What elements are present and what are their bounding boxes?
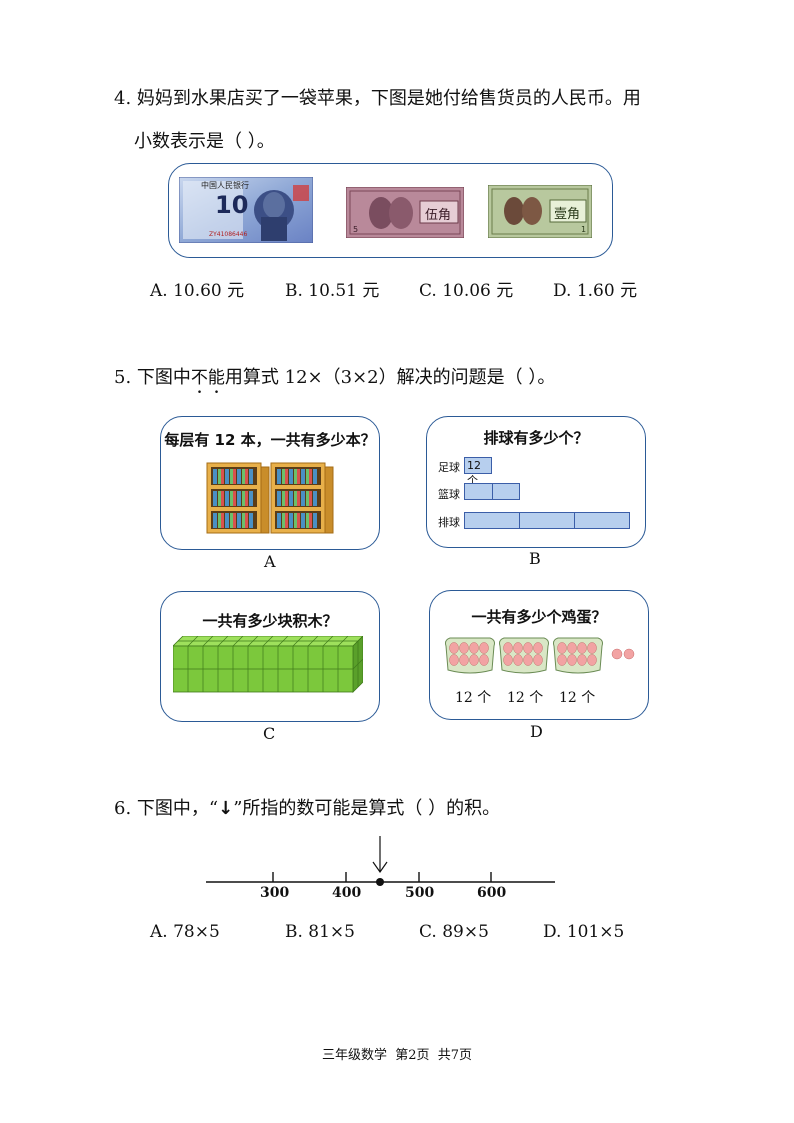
q5-post: 用算式 12×（3×2）解决的问题是（ ）。 <box>224 367 556 388</box>
q5-panel-b[interactable]: 排球有多少个？ 足球 篮球 排球 12个 <box>426 416 646 548</box>
q4-line2: 小数表示是（ ）。 <box>134 131 275 152</box>
q4-option-a[interactable]: A. 10.60 元 <box>150 281 245 301</box>
q5-panel-a[interactable]: 每层有 12 本，一共有多少本？ <box>160 416 380 550</box>
down-arrow-icon: ↓ <box>218 798 234 819</box>
egg-tray-label-1: 12 个 <box>455 690 492 706</box>
bar-football: 12个 <box>464 457 492 487</box>
q5-b-title: 排球有多少个？ <box>483 429 589 447</box>
q5-panel-c[interactable]: 一共有多少块积木？ <box>160 591 380 722</box>
egg-tray-label-3: 12 个 <box>559 690 596 706</box>
bar-basketball <box>464 483 520 500</box>
q5-caption-d: D <box>530 722 543 741</box>
q5-question: 5. 下图中不能用算式 12×（3×2）解决的问题是（ ）。 <box>114 368 555 398</box>
q4-option-c[interactable]: C. 10.06 元 <box>419 281 514 301</box>
q6-pre: 6. 下图中，“ <box>114 798 219 819</box>
q6-question: 6. 下图中，“↓”所指的数可能是算式（ ）的积。 <box>114 800 500 818</box>
q6-option-b[interactable]: B. 81×5 <box>285 922 355 942</box>
q5-caption-c: C <box>263 724 276 743</box>
q5-a-title: 每层有 12 本，一共有多少本？ <box>164 431 376 449</box>
banknote-1-jiao: 壹角 1 <box>487 184 593 239</box>
tick-600: 600 <box>477 885 507 901</box>
banknote-5-jiao-text: 伍角 <box>425 208 452 223</box>
egg-tray-label-2: 12 个 <box>507 690 544 706</box>
egg-trays-image <box>444 636 640 674</box>
q4-option-d[interactable]: D. 1.60 元 <box>553 281 638 301</box>
q4-line1: 4. 妈妈到水果店买了一袋苹果，下图是她付给售货员的人民币。用 <box>114 88 641 109</box>
q6-option-a[interactable]: A. 78×5 <box>150 922 220 942</box>
banknote-1-jiao-corner: 1 <box>581 225 587 234</box>
q5-caption-a: A <box>264 552 276 571</box>
q6-post: ”所指的数可能是算式（ ）的积。 <box>233 798 501 819</box>
bar-label-volleyball: 排球 <box>438 516 460 529</box>
tick-500: 500 <box>405 885 435 901</box>
q5-panel-d[interactable]: 一共有多少个鸡蛋？ 12 个 12 个 12 个 <box>429 590 649 720</box>
q6-option-d[interactable]: D. 101×5 <box>543 922 625 942</box>
q5-caption-b: B <box>529 549 541 568</box>
q4-option-b[interactable]: B. 10.51 元 <box>285 281 380 301</box>
bar-label-basketball: 篮球 <box>438 488 460 501</box>
q5-d-title: 一共有多少个鸡蛋？ <box>471 608 607 626</box>
bar-football-value: 12个 <box>467 459 481 487</box>
banknote-5-jiao-corner: 5 <box>353 225 359 234</box>
page-footer: 三年级数学 第2页 共7页 <box>321 1048 473 1063</box>
banknote-10-value: 10 <box>215 191 249 219</box>
q4-money-panel: 中国人民银行 10 ZY41086446 伍角 5 壹角 1 <box>168 163 613 258</box>
q5-c-title: 一共有多少块积木？ <box>202 612 338 630</box>
q5-pre: 5. 下图中 <box>114 367 191 388</box>
blocks-image <box>172 635 364 694</box>
bar-volleyball <box>464 512 630 529</box>
q5-emphasis: 不能 <box>190 368 225 388</box>
q6-option-c[interactable]: C. 89×5 <box>419 922 489 942</box>
bar-label-football: 足球 <box>438 461 460 474</box>
banknote-5-jiao: 伍角 5 <box>345 186 465 239</box>
bookshelves-image <box>205 459 335 537</box>
banknote-10-yuan: 中国人民银行 10 ZY41086446 <box>178 176 314 244</box>
banknote-1-jiao-text: 壹角 <box>554 207 581 222</box>
banknote-10-serial: ZY41086446 <box>209 231 248 238</box>
tick-400: 400 <box>332 885 362 901</box>
number-line: 300 400 500 600 <box>200 832 560 912</box>
banknote-10-header: 中国人民银行 <box>201 181 249 190</box>
tick-300: 300 <box>260 885 290 901</box>
